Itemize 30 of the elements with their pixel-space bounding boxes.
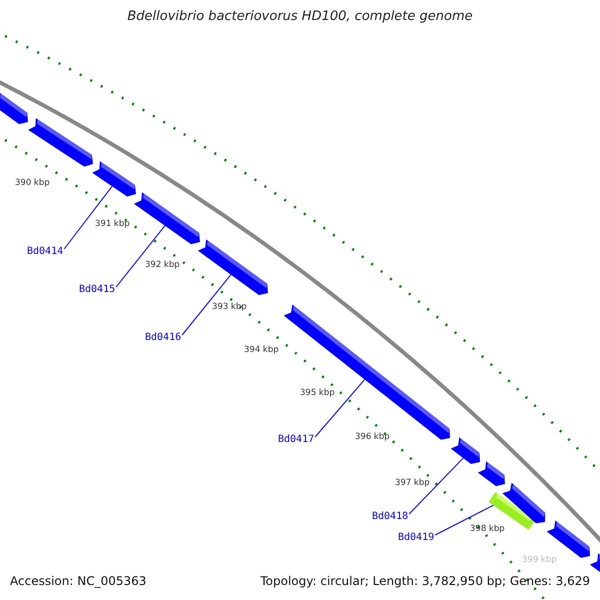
gene-block bbox=[0, 92, 28, 124]
gene-label: Bd0419 bbox=[398, 532, 434, 543]
gene-label: Bd0414 bbox=[27, 246, 64, 257]
title: Bdellovibrio bacteriovorus HD100, complete genome bbox=[126, 9, 474, 24]
genome-info-text: Topology: circular; Length: 3,782,950 bp; Genes: 3,629 bbox=[260, 574, 590, 588]
accession-text: Accession: NC_005363 bbox=[10, 574, 146, 588]
leader-line bbox=[434, 504, 494, 536]
scale-label: 399 kbp bbox=[522, 555, 557, 565]
leader-line bbox=[64, 186, 113, 250]
leader-line bbox=[314, 379, 366, 438]
scale-label: 398 kbp bbox=[470, 524, 505, 534]
leader-line bbox=[182, 274, 232, 336]
gene-block bbox=[502, 482, 546, 524]
gene-label: Bd0415 bbox=[79, 284, 116, 295]
scale-label: 395 kbp bbox=[300, 388, 335, 398]
gene-block bbox=[450, 437, 480, 464]
gene-label: Bd0416 bbox=[145, 332, 182, 343]
scale-label: 392 kbp bbox=[145, 260, 180, 270]
leader-line bbox=[116, 225, 166, 288]
gene-block bbox=[134, 192, 200, 244]
gene-label: Bd0417 bbox=[278, 434, 314, 445]
gene-label: Bd0418 bbox=[372, 511, 408, 522]
gene-block bbox=[28, 118, 93, 167]
scale-label: 397 kbp bbox=[395, 478, 430, 488]
gene-block bbox=[478, 461, 505, 486]
gene-block bbox=[92, 161, 136, 196]
gene-block bbox=[198, 239, 268, 296]
gene-block bbox=[590, 553, 600, 574]
scale-label: 396 kbp bbox=[355, 432, 390, 442]
leader-line bbox=[408, 458, 464, 514]
